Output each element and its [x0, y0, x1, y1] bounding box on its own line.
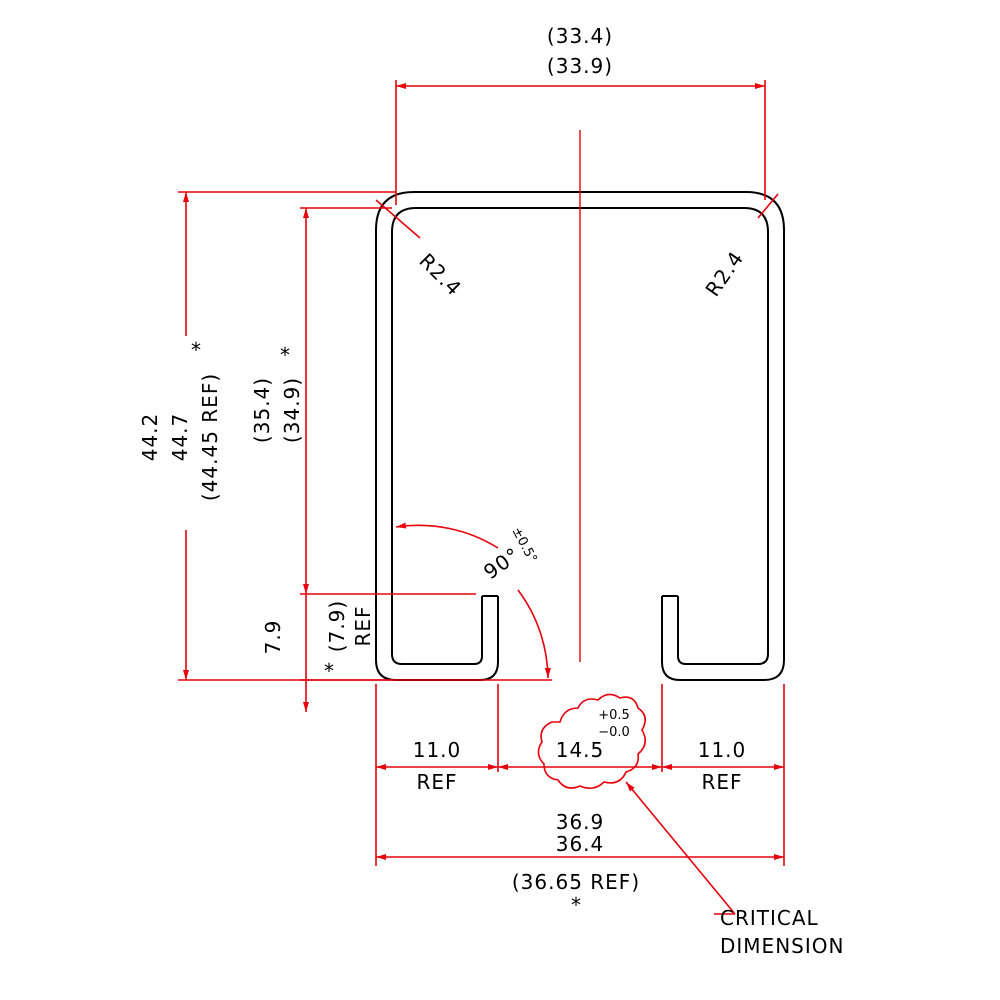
inner-height-asterisk: * [280, 343, 290, 367]
right-flange-value: 11.0 [698, 738, 747, 762]
top-width-value-1: (33.4) [547, 24, 613, 48]
angle-arc-bottom [517, 589, 551, 679]
lip-height-ref-label: REF [351, 605, 375, 646]
radius-right-leader [757, 193, 779, 219]
overall-height-value-1: 44.2 [138, 413, 162, 462]
top-width-value-2: (33.9) [547, 54, 613, 78]
lip-height-value: 7.9 [261, 620, 285, 655]
inner-height-value-1: (35.4) [250, 377, 274, 443]
left-flange-value: 11.0 [413, 738, 462, 762]
callout-line-1: CRITICAL [720, 906, 819, 930]
radius-right-label: R2.4 [700, 246, 748, 300]
inner-height-value-2: (34.9) [280, 377, 304, 443]
overall-width-value-1: 36.9 [556, 810, 605, 834]
callout-line-2: DIMENSION [720, 934, 844, 958]
lip-height-ref-value: (7.9) [325, 600, 349, 652]
critical-cloud [537, 693, 646, 790]
overall-width-ref: (36.65 REF) [512, 870, 640, 894]
left-flange-ref: REF [416, 770, 457, 794]
angle-arc-top [395, 522, 499, 549]
gap-value: 14.5 [556, 738, 605, 762]
radius-left-leader [375, 199, 421, 239]
overall-width-asterisk: * [571, 893, 581, 917]
lip-height-asterisk: * [324, 659, 334, 683]
gap-tolerance-plus: +0.5 [598, 708, 630, 723]
callout-leader [625, 781, 736, 915]
overall-height-ref: (44.45 REF) [198, 373, 222, 501]
right-flange-ref: REF [701, 770, 742, 794]
overall-width-value-2: 36.4 [556, 832, 605, 856]
overall-height-value-2: 44.7 [168, 413, 192, 462]
overall-height-asterisk: * [191, 338, 201, 362]
radius-left-label: R2.4 [414, 249, 466, 301]
gap-tolerance-minus: −0.0 [598, 725, 630, 740]
